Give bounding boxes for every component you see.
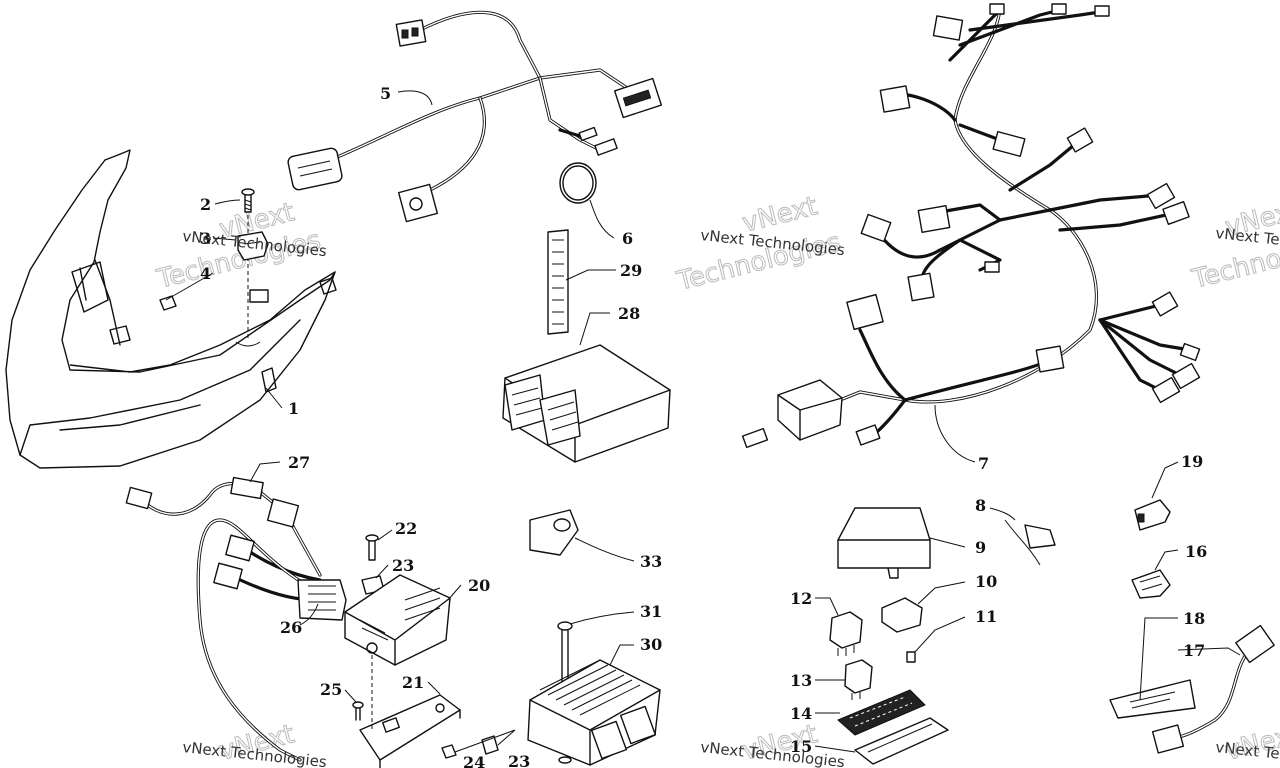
callout-13: 13 (790, 671, 812, 690)
callout-4: 4 (200, 264, 211, 283)
callout-1: 1 (288, 399, 299, 418)
callout-33: 33 (640, 552, 662, 571)
callout-29: 29 (620, 261, 642, 280)
connector-16 (1131, 569, 1171, 599)
connector-19 (1134, 499, 1171, 531)
callout-11: 11 (975, 607, 997, 626)
callout-14: 14 (790, 704, 812, 723)
callout-labels: 5 2 3 4 1 6 29 28 7 27 26 22 23 20 21 25… (200, 84, 1207, 768)
callout-18: 18 (1183, 609, 1205, 628)
callout-31: 31 (640, 602, 662, 621)
callout-16: 16 (1185, 542, 1207, 561)
callout-21: 21 (402, 673, 424, 692)
callout-17: 17 (1183, 641, 1205, 660)
callout-15: 15 (790, 737, 812, 756)
fuse-box-9 (837, 507, 931, 579)
relay-12 (829, 611, 863, 656)
callout-3: 3 (200, 229, 211, 248)
callout-5: 5 (380, 84, 391, 103)
mini-fuse-11 (906, 651, 916, 663)
callout-7: 7 (978, 454, 989, 473)
callout-26: 26 (280, 618, 302, 637)
decal-18 (1109, 679, 1196, 719)
callout-20: 20 (468, 576, 490, 595)
strap-29 (547, 229, 569, 335)
leader-lines (165, 90, 1241, 753)
screw-2 (241, 188, 255, 213)
callout-23-bottom: 23 (508, 752, 530, 768)
callout-28: 28 (618, 304, 640, 323)
watermark-text-layer: vNext Technologies vNext Technologies vN… (182, 224, 1280, 768)
callout-22: 22 (395, 519, 417, 538)
voltage-regulator-bracket-assembly (344, 534, 516, 768)
cover-15 (854, 717, 949, 765)
main-harness-7 (741, 3, 1201, 449)
relay-13 (844, 659, 873, 700)
headlight-harness-5 (287, 10, 663, 223)
callout-25: 25 (320, 680, 342, 699)
callout-6: 6 (622, 229, 633, 248)
relay-10 (881, 597, 923, 633)
jumper-harness-17 (1151, 624, 1275, 754)
callout-10: 10 (975, 572, 997, 591)
callout-2: 2 (200, 195, 211, 214)
callout-27: 27 (288, 453, 310, 472)
label-card-14 (837, 689, 926, 736)
callout-30: 30 (640, 635, 662, 654)
callout-8: 8 (975, 496, 986, 515)
callout-12: 12 (790, 589, 812, 608)
wire-lead-8 (1004, 519, 1056, 566)
callout-9: 9 (975, 538, 986, 557)
nut-4 (159, 295, 177, 311)
callout-24: 24 (463, 753, 485, 768)
callout-19: 19 (1181, 452, 1203, 471)
sensor-33 (529, 509, 579, 556)
regulator-30 (527, 621, 661, 766)
clip-3 (237, 231, 269, 261)
sub-harness-26-27 (125, 476, 347, 762)
callout-23-top: 23 (392, 556, 414, 575)
ecu-28 (502, 344, 671, 463)
cable-tie-6 (559, 162, 597, 204)
headlight-assembly (5, 149, 337, 469)
